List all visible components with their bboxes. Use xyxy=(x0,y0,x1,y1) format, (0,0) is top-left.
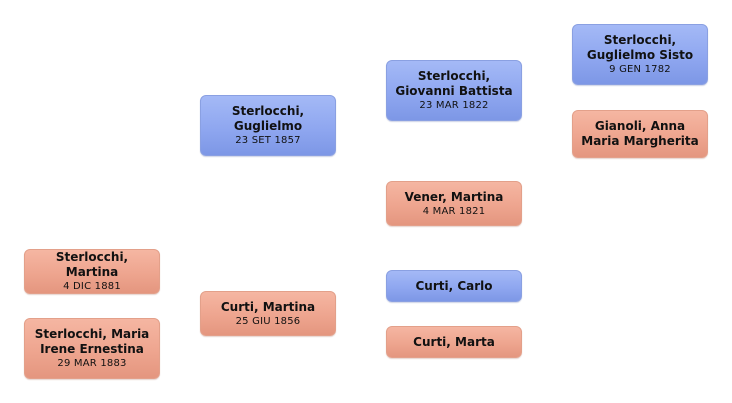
person-card-curti-martina[interactable]: Curti, Martina 25 GIU 1856 xyxy=(200,291,336,336)
person-birth-date: 23 MAR 1822 xyxy=(419,100,489,111)
person-card-sterlocchi-guglielmo-sisto[interactable]: Sterlocchi, Guglielmo Sisto 9 GEN 1782 xyxy=(572,24,708,85)
person-birth-date: 25 GIU 1856 xyxy=(235,315,301,327)
person-name: Sterlocchi, Guglielmo Sisto xyxy=(586,33,694,62)
person-name: Curti, Carlo xyxy=(415,278,493,293)
person-birth-date: 4 DIC 1881 xyxy=(63,281,121,292)
person-card-sterlocchi-martina[interactable]: Sterlocchi, Martina 4 DIC 1881 xyxy=(24,249,160,294)
person-card-gianoli-anna-maria-margherita[interactable]: Gianoli, Anna Maria Margherita xyxy=(572,110,708,158)
person-birth-date: 29 MAR 1883 xyxy=(57,358,127,369)
person-card-curti-carlo[interactable]: Curti, Carlo xyxy=(386,270,522,302)
person-name: Sterlocchi, Giovanni Battista xyxy=(395,69,513,98)
person-birth-date: 9 GEN 1782 xyxy=(609,64,671,75)
person-name: Sterlocchi, Martina xyxy=(55,250,129,279)
person-card-sterlocchi-guglielmo[interactable]: Sterlocchi, Guglielmo 23 SET 1857 xyxy=(200,95,336,156)
person-birth-date: 4 MAR 1821 xyxy=(422,205,486,217)
person-name: Curti, Martina xyxy=(220,299,316,314)
person-name: Curti, Marta xyxy=(413,334,495,349)
person-name: Gianoli, Anna Maria Margherita xyxy=(581,119,699,148)
person-birth-date: 23 SET 1857 xyxy=(235,135,301,146)
person-card-vener-martina[interactable]: Vener, Martina 4 MAR 1821 xyxy=(386,181,522,226)
person-name: Sterlocchi, Guglielmo xyxy=(231,104,305,133)
person-card-sterlocchi-giovanni-battista[interactable]: Sterlocchi, Giovanni Battista 23 MAR 182… xyxy=(386,60,522,121)
person-name: Sterlocchi, Maria Irene Ernestina xyxy=(34,327,150,356)
person-name: Vener, Martina xyxy=(404,189,504,204)
person-card-sterlocchi-maria-irene-ernestina[interactable]: Sterlocchi, Maria Irene Ernestina 29 MAR… xyxy=(24,318,160,379)
person-card-curti-marta[interactable]: Curti, Marta xyxy=(386,326,522,358)
